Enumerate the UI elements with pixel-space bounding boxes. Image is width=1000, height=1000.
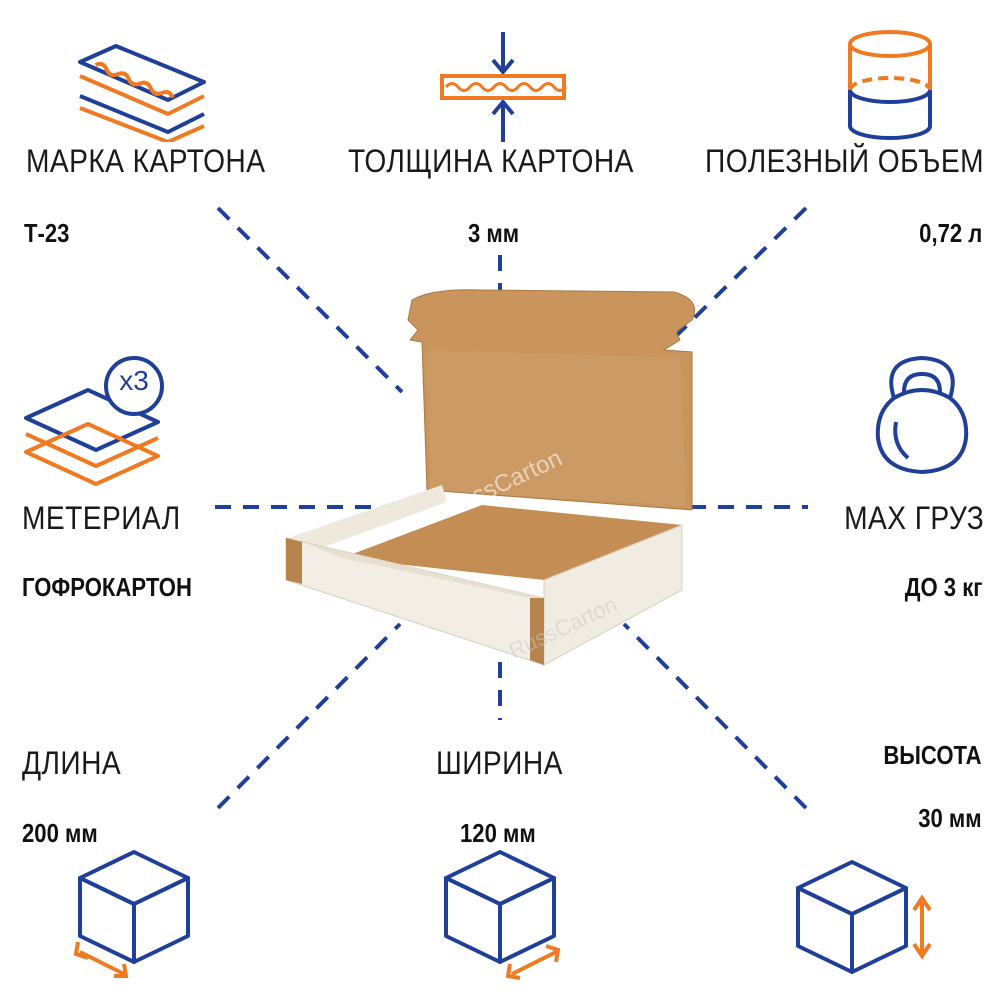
height-value: 30 мм	[918, 803, 982, 833]
length-value: 200 мм	[22, 818, 98, 848]
width-value: 120 мм	[460, 818, 536, 848]
cube-height-icon	[796, 860, 932, 974]
thickness-label: ТОЛЩИНА КАРТОНА	[348, 143, 634, 179]
layered-board-icon	[78, 44, 206, 142]
cube-width-icon	[444, 850, 561, 980]
brand-value: Т-23	[24, 218, 70, 248]
material-label: МЕТЕРИАЛ	[22, 500, 181, 536]
volume-label: ПОЛЕЗНЫЙ ОБЪЕМ	[705, 143, 984, 179]
thickness-value: 3 мм	[468, 218, 520, 248]
cube-length-icon	[73, 850, 190, 978]
thickness-arrows-icon	[440, 32, 568, 142]
height-label: ВЫСОТА	[883, 740, 982, 770]
layers-x3-icon	[24, 356, 164, 486]
volume-value: 0,72 л	[918, 218, 982, 248]
brand-label: МАРКА КАРТОНА	[26, 143, 266, 179]
kettlebell-icon	[875, 355, 969, 475]
width-label: ШИРИНА	[436, 745, 563, 781]
material-badge: x3	[119, 365, 149, 396]
max-load-value: ДО 3 кг	[904, 572, 982, 602]
length-label: ДЛИНА	[22, 745, 122, 781]
max-load-label: МАХ ГРУЗ	[843, 500, 984, 536]
mailer-box-image	[285, 289, 696, 666]
cylinder-volume-icon	[848, 30, 932, 140]
material-value: ГОФРОКАРТОН	[22, 572, 192, 602]
